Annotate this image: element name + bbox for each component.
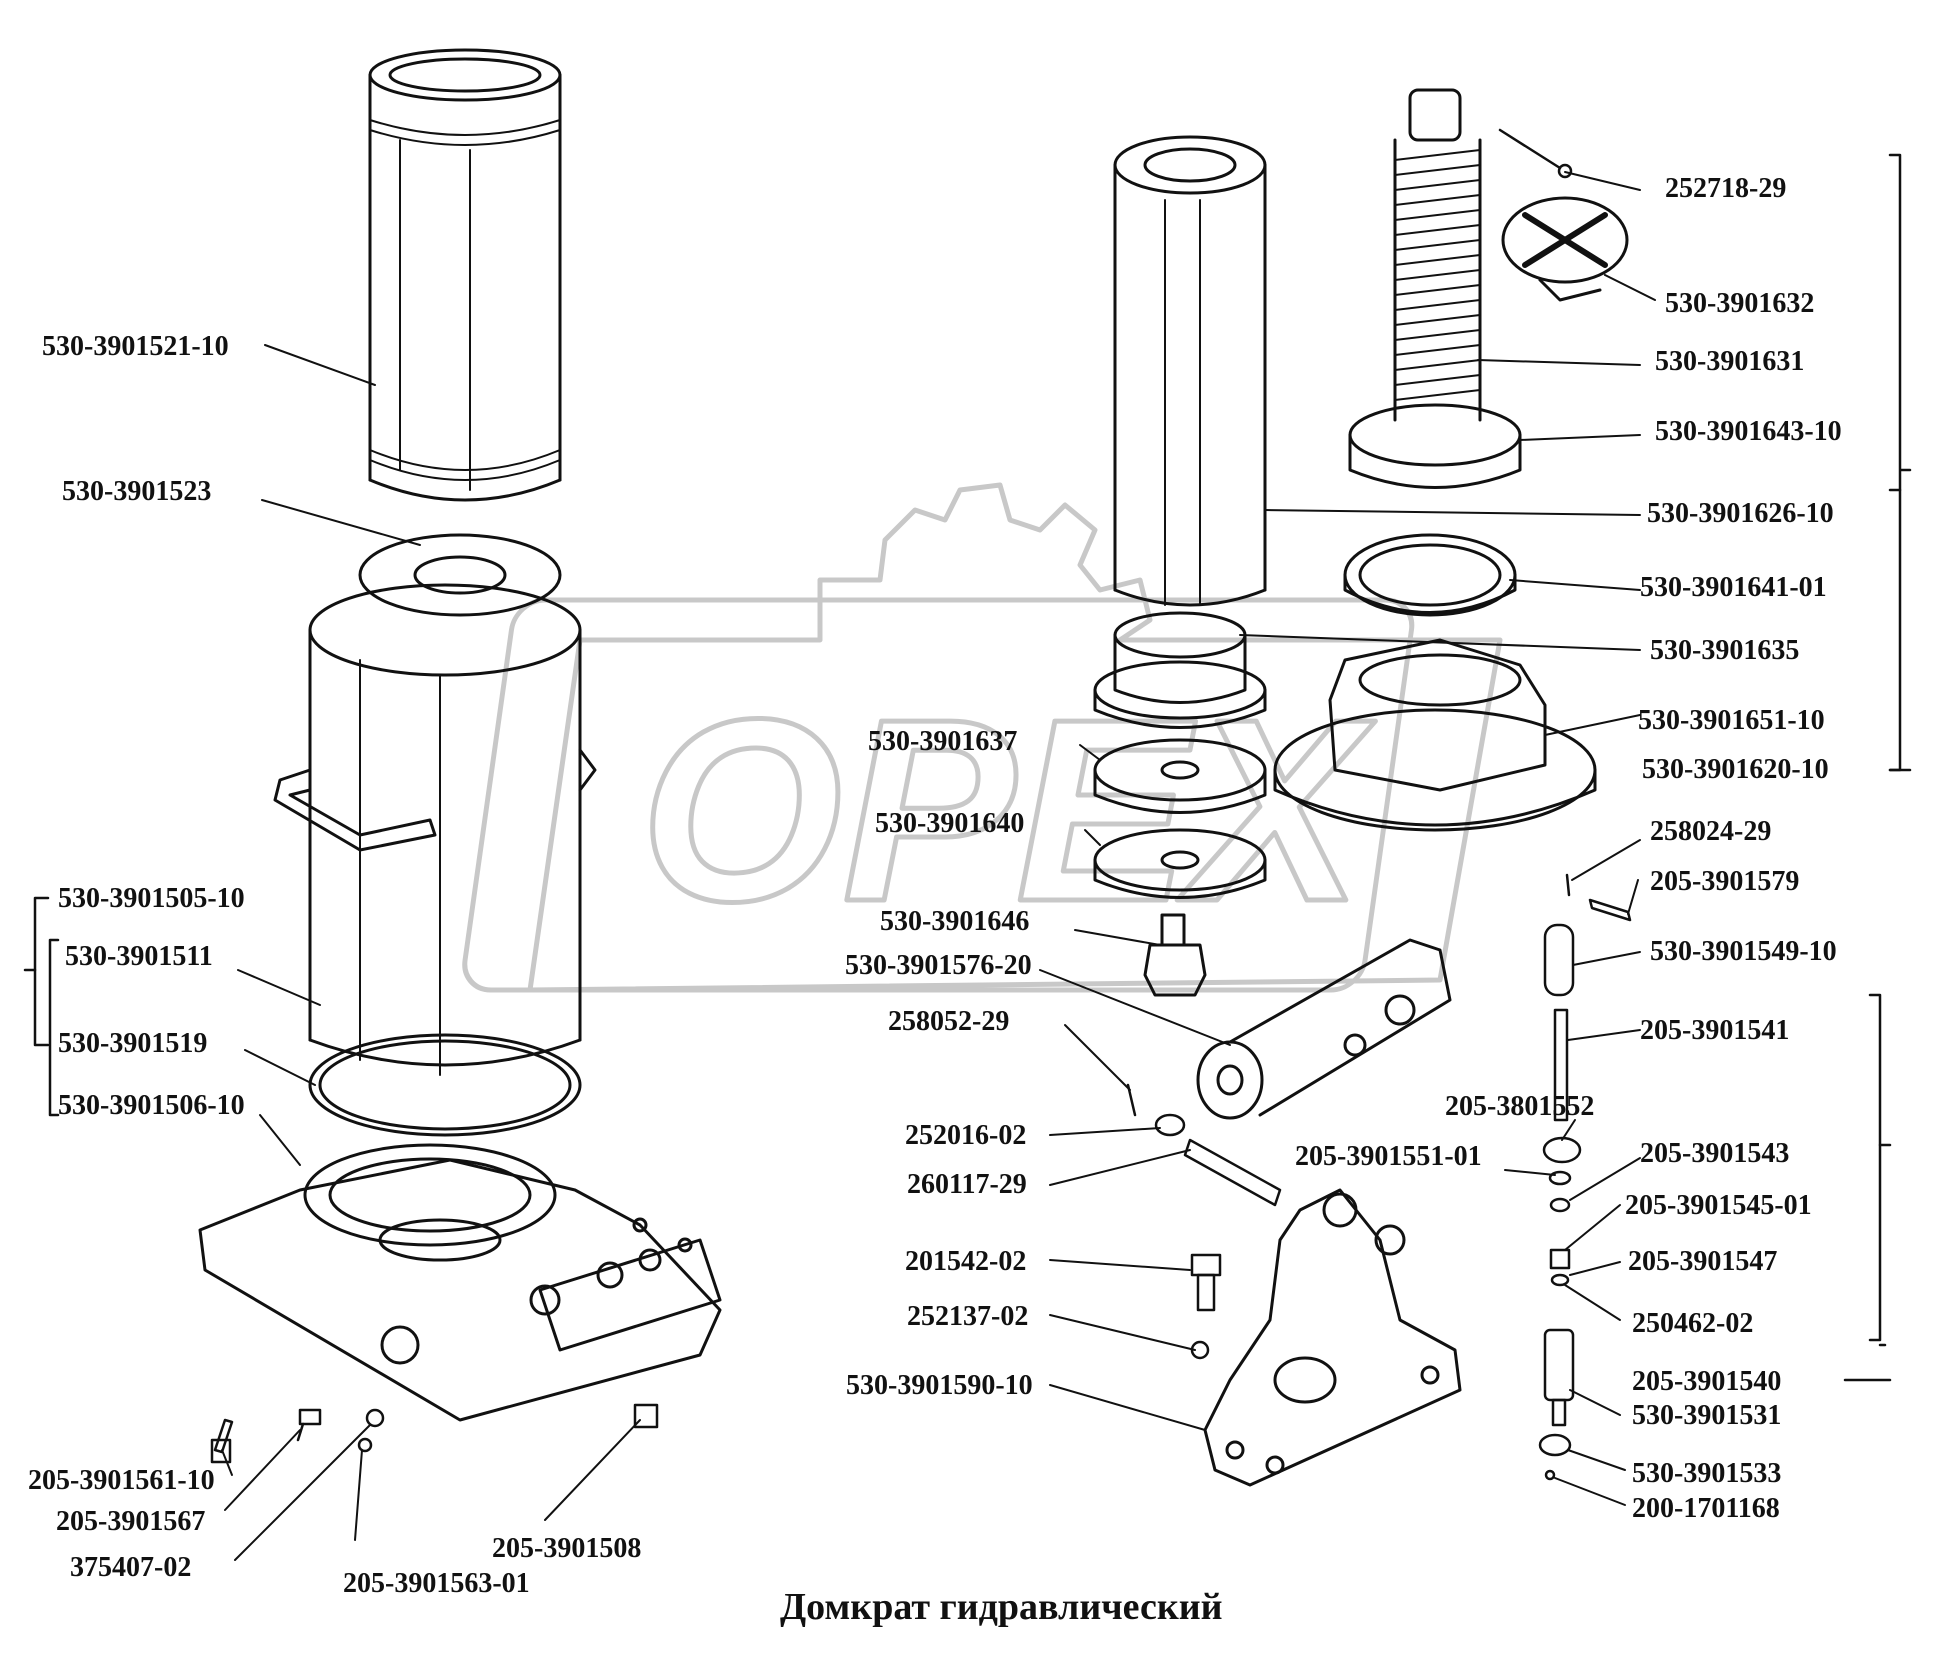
part-label: 530-3901632 [1665, 288, 1815, 319]
part-label: 200-1701168 [1632, 1493, 1780, 1524]
part-label: 530-3901523 [62, 476, 212, 507]
part-label: 530-3901641-01 [1640, 572, 1827, 603]
part-label: 530-3901531 [1632, 1400, 1782, 1431]
part-label: 530-3901651-10 [1638, 705, 1825, 736]
part-label: 205-3901541 [1640, 1015, 1790, 1046]
part-label: 205-3901540 [1632, 1366, 1782, 1397]
outer-tube-part [368, 48, 562, 502]
part-label: 530-3901626-10 [1647, 498, 1834, 529]
group-braces [23, 153, 1912, 1382]
part-label: 530-3901505-10 [58, 883, 245, 914]
flange-nut-part [1273, 638, 1597, 832]
part-label: 205-3901563-01 [343, 1568, 530, 1599]
part-label: 530-3901511 [65, 941, 213, 972]
bracket-part [1203, 1188, 1462, 1487]
part-label: 205-3801552 [1445, 1091, 1595, 1122]
leader-lines [221, 171, 1656, 1561]
part-label: 258024-29 [1650, 816, 1772, 847]
part-label: 530-3901590-10 [846, 1370, 1033, 1401]
part-label: 205-3901508 [492, 1533, 642, 1564]
ring-nut-part [1348, 403, 1522, 489]
part-label: 530-3901631 [1655, 346, 1805, 377]
o-ring-part [308, 1033, 582, 1137]
small-fasteners-middle [1126, 1083, 1282, 1360]
part-label: 375407-02 [70, 1552, 192, 1583]
part-label: 205-3901567 [56, 1506, 206, 1537]
part-label: 530-3901646 [880, 906, 1030, 937]
part-label: 530-3901533 [1632, 1458, 1782, 1489]
part-label: 530-3901549-10 [1650, 936, 1837, 967]
base-part [198, 1143, 722, 1422]
part-label: 530-3901521-10 [42, 331, 229, 362]
part-label: 530-3901519 [58, 1028, 208, 1059]
part-label: 258052-29 [888, 1006, 1010, 1037]
part-label: 530-3901620-10 [1642, 754, 1829, 785]
part-label: 205-3901545-01 [1625, 1190, 1812, 1221]
part-label: 530-3901637 [868, 726, 1018, 757]
cap-part [1501, 196, 1629, 302]
pin-part [1498, 128, 1573, 179]
pump-cylinder-part [1113, 135, 1267, 607]
part-label: 530-3901506-10 [58, 1090, 245, 1121]
seal-ring-part [1343, 533, 1517, 617]
part-label: 260117-29 [907, 1169, 1027, 1200]
piston-stack-part [1093, 611, 1267, 899]
part-label: 530-3901640 [875, 808, 1025, 839]
part-label: 205-3901547 [1628, 1246, 1778, 1277]
part-label: 530-3901643-10 [1655, 416, 1842, 447]
screw-part [1393, 88, 1482, 422]
part-label: 250462-02 [1632, 1308, 1754, 1339]
part-label: 252016-02 [905, 1120, 1027, 1151]
part-label: 205-3901561-10 [28, 1465, 215, 1496]
plunger-column-parts [1538, 873, 1632, 1481]
part-label: 530-3901635 [1650, 635, 1800, 666]
diagram-title: Домкрат гидравлический [780, 1586, 1223, 1628]
part-label: 252137-02 [907, 1301, 1029, 1332]
part-label: 530-3901576-20 [845, 950, 1032, 981]
part-label: 205-3901579 [1650, 866, 1800, 897]
lever-part [1196, 938, 1452, 1120]
part-label: 201542-02 [905, 1246, 1027, 1277]
part-label: 205-3901543 [1640, 1138, 1790, 1169]
valve-part [1143, 913, 1207, 997]
washer-part [358, 533, 562, 617]
reservoir-cylinder-part [273, 583, 597, 1076]
part-label: 205-3901551-01 [1295, 1141, 1482, 1172]
part-label: 252718-29 [1665, 173, 1787, 204]
